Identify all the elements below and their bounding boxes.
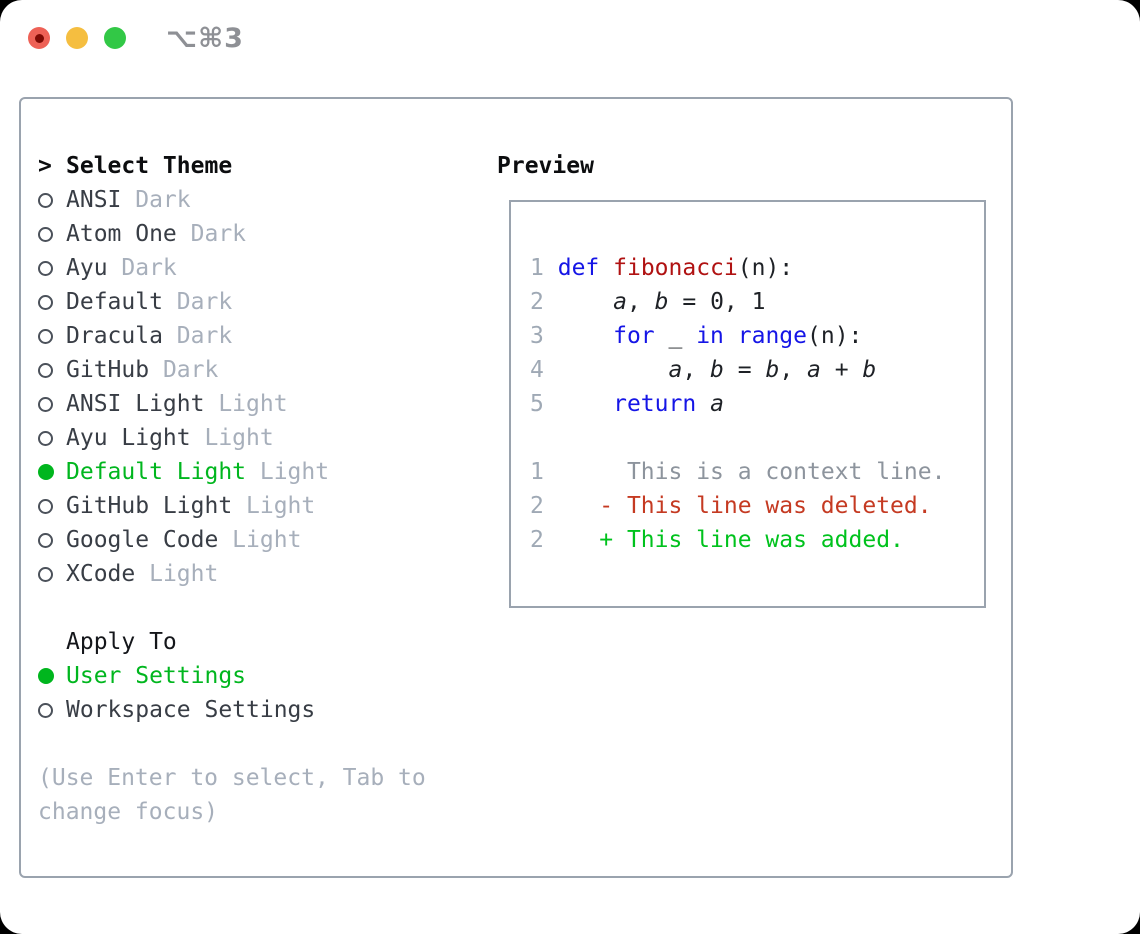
theme-option-github-light-label: GitHub Light (66, 493, 233, 519)
apply-option-workspace-settings-label: Workspace Settings (66, 697, 316, 723)
select-theme-header: > Select Theme (38, 149, 426, 183)
theme-option-dracula-variant: Dark (162, 323, 233, 349)
theme-option-ansi[interactable]: ANSI Dark (38, 183, 426, 217)
theme-option-default-light[interactable]: Default Light Light (38, 455, 426, 489)
theme-option-default-light-label: Default Light (66, 459, 247, 485)
theme-option-ansi-light-variant: Light (204, 391, 288, 417)
apply-option-workspace-settings[interactable]: Workspace Settings (38, 693, 426, 727)
radio-unselected-icon (38, 566, 53, 582)
keyboard-hint-line: change focus) (38, 799, 219, 825)
apply-option-user-settings-label: User Settings (66, 663, 247, 689)
radio-unselected-icon (38, 702, 53, 718)
code-line: 2 - This line was deleted. (530, 493, 932, 519)
theme-option-atom-one-label: Atom One (66, 221, 177, 247)
unsaved-dot-icon (34, 33, 44, 43)
theme-option-ansi-light-label: ANSI Light (66, 391, 205, 417)
theme-option-dracula-label: Dracula (66, 323, 163, 349)
radio-selected-icon (38, 668, 54, 684)
theme-option-ansi-variant: Dark (121, 187, 191, 213)
theme-option-google-code-variant: Light (218, 527, 302, 553)
theme-option-atom-one-variant: Dark (176, 221, 247, 247)
spacer (38, 727, 426, 761)
theme-option-google-code-label: Google Code (66, 527, 219, 553)
zoom-button[interactable] (104, 27, 126, 49)
radio-unselected-icon (38, 396, 53, 412)
select-theme-title: Select Theme (66, 153, 233, 179)
radio-unselected-icon (38, 328, 53, 344)
spacer (38, 591, 426, 625)
theme-option-ayu-variant: Dark (107, 255, 177, 281)
code-line (530, 421, 984, 455)
code-line: 1 This is a context line. (530, 459, 946, 485)
theme-option-xcode-variant: Light (135, 561, 219, 587)
theme-option-google-code[interactable]: Google Code Light (38, 523, 426, 557)
traffic-lights (28, 27, 126, 49)
theme-option-default-label: Default (66, 289, 163, 315)
theme-option-github-light[interactable]: GitHub Light Light (38, 489, 426, 523)
theme-option-ansi-label: ANSI (66, 187, 122, 213)
radio-selected-icon (38, 464, 54, 480)
preview-pane: 1 def fibonacci(n): 2 a, b = 0, 1 3 for _ … (509, 200, 986, 608)
code-preview: 1 def fibonacci(n): 2 a, b = 0, 1 3 for _ … (511, 202, 984, 557)
theme-option-ayu[interactable]: Ayu Dark (38, 251, 426, 285)
theme-option-github-light-variant: Light (232, 493, 316, 519)
keyboard-hint: (Use Enter to select, Tab to change focus… (38, 761, 426, 829)
theme-option-xcode-label: XCode (66, 561, 136, 587)
apply-to-title: Apply To (66, 629, 177, 655)
code-line: 4 a, b = b, a + b (530, 357, 877, 383)
radio-unselected-icon (38, 498, 53, 514)
radio-unselected-icon (38, 430, 53, 446)
theme-option-ayu-light-label: Ayu Light (66, 425, 191, 451)
minimize-button[interactable] (66, 27, 88, 49)
radio-unselected-icon (38, 260, 53, 276)
code-line: 3 for _ in range(n): (530, 323, 863, 349)
theme-option-github-label: GitHub (66, 357, 150, 383)
code-line: 2 + This line was added. (530, 527, 904, 553)
preview-title: Preview (497, 153, 594, 179)
code-line: 1 def fibonacci(n): (530, 255, 794, 281)
keyboard-hint-line: (Use Enter to select, Tab to (38, 765, 426, 791)
theme-option-ayu-label: Ayu (66, 255, 108, 281)
radio-unselected-icon (38, 192, 53, 208)
radio-unselected-icon (38, 362, 53, 378)
close-button[interactable] (28, 27, 50, 49)
radio-unselected-icon (38, 294, 53, 310)
theme-option-default-variant: Dark (162, 289, 233, 315)
theme-option-ayu-light[interactable]: Ayu Light Light (38, 421, 426, 455)
theme-option-dracula[interactable]: Dracula Dark (38, 319, 426, 353)
theme-option-default[interactable]: Default Dark (38, 285, 426, 319)
theme-option-default-light-variant: Light (246, 459, 330, 485)
theme-option-ansi-light[interactable]: ANSI Light Light (38, 387, 426, 421)
theme-option-xcode[interactable]: XCode Light (38, 557, 426, 591)
apply-to-header: Apply To (38, 625, 426, 659)
theme-option-atom-one[interactable]: Atom One Dark (38, 217, 426, 251)
apply-option-user-settings[interactable]: User Settings (38, 659, 426, 693)
theme-option-ayu-light-variant: Light (190, 425, 274, 451)
window-shortcut-label: ⌥⌘3 (166, 22, 244, 54)
theme-option-github-variant: Dark (149, 357, 219, 383)
radio-unselected-icon (38, 226, 53, 242)
cursor-prefix-icon: > (38, 153, 52, 179)
code-line: 5 return a (530, 391, 724, 417)
code-line: 2 a, b = 0, 1 (530, 289, 766, 315)
radio-unselected-icon (38, 532, 53, 548)
theme-option-github[interactable]: GitHub Dark (38, 353, 426, 387)
